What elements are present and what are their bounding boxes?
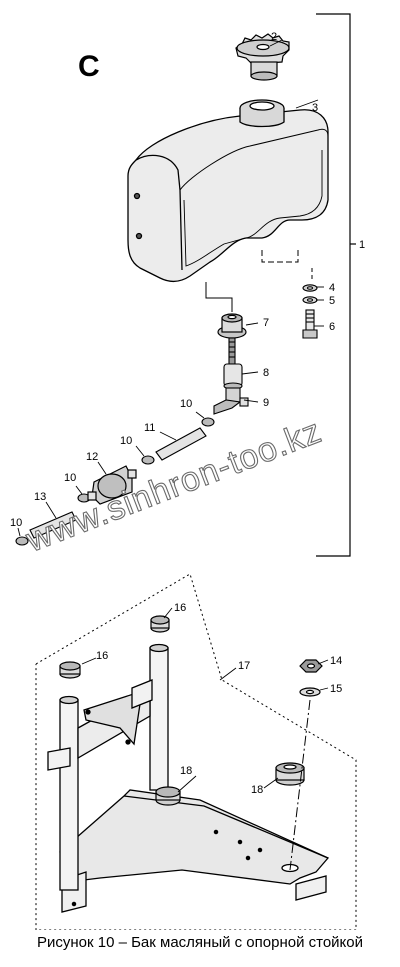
elbow-9 xyxy=(213,387,249,415)
callout-4: 4 xyxy=(329,282,335,294)
callout-16a: 16 xyxy=(174,602,186,614)
figure-caption: Рисунок 10 – Бак масляный с опорной стой… xyxy=(36,934,364,951)
hose-11 xyxy=(155,427,207,461)
callout-14: 14 xyxy=(330,655,342,667)
callout-3: 3 xyxy=(312,102,318,114)
callout-8: 8 xyxy=(263,367,269,379)
nut-14 xyxy=(299,659,323,673)
callout-10a: 10 xyxy=(180,398,192,410)
leader-lines xyxy=(17,39,329,793)
adapter-8 xyxy=(223,337,243,390)
washer-4 xyxy=(302,284,318,292)
callout-7: 7 xyxy=(263,317,269,329)
hose-clamps-10 xyxy=(15,417,215,546)
bushings xyxy=(59,615,305,806)
support-stand xyxy=(47,643,330,913)
bolt-6 xyxy=(302,309,318,339)
stud-centerline xyxy=(289,699,311,871)
hose-13 xyxy=(29,511,77,539)
callout-2: 2 xyxy=(271,31,277,43)
stand-outline-17 xyxy=(35,573,357,930)
watermark: www.sinhron-too.kz xyxy=(20,412,327,560)
callout-16b: 16 xyxy=(96,650,108,662)
callout-17: 17 xyxy=(238,660,250,672)
callout-6: 6 xyxy=(329,321,335,333)
callout-10c: 10 xyxy=(64,472,76,484)
callout-10b: 10 xyxy=(120,435,132,447)
washer-5 xyxy=(302,296,318,304)
filter-12 xyxy=(87,465,137,505)
exploded-parts-diagram: C xyxy=(10,13,365,930)
callout-9: 9 xyxy=(263,397,269,409)
callout-18b: 18 xyxy=(251,784,263,796)
callout-1: 1 xyxy=(359,239,365,251)
callout-18a: 18 xyxy=(180,765,192,777)
callout-5: 5 xyxy=(329,295,335,307)
callout-13: 13 xyxy=(34,491,46,503)
oil-tank xyxy=(127,99,329,283)
callout-labels: 2 3 1 4 5 6 7 8 9 10 11 10 12 10 13 10 1… xyxy=(10,31,365,796)
washer-15 xyxy=(299,687,321,697)
callout-12: 12 xyxy=(86,451,98,463)
callout-10d: 10 xyxy=(10,517,22,529)
callout-11: 11 xyxy=(144,422,155,434)
callout-15: 15 xyxy=(330,683,342,695)
filler-cap xyxy=(235,33,290,81)
assembly-centerlines xyxy=(205,248,313,312)
fitting-7 xyxy=(217,313,247,339)
section-letter: C xyxy=(78,50,100,83)
assembly-bracket xyxy=(316,13,356,557)
